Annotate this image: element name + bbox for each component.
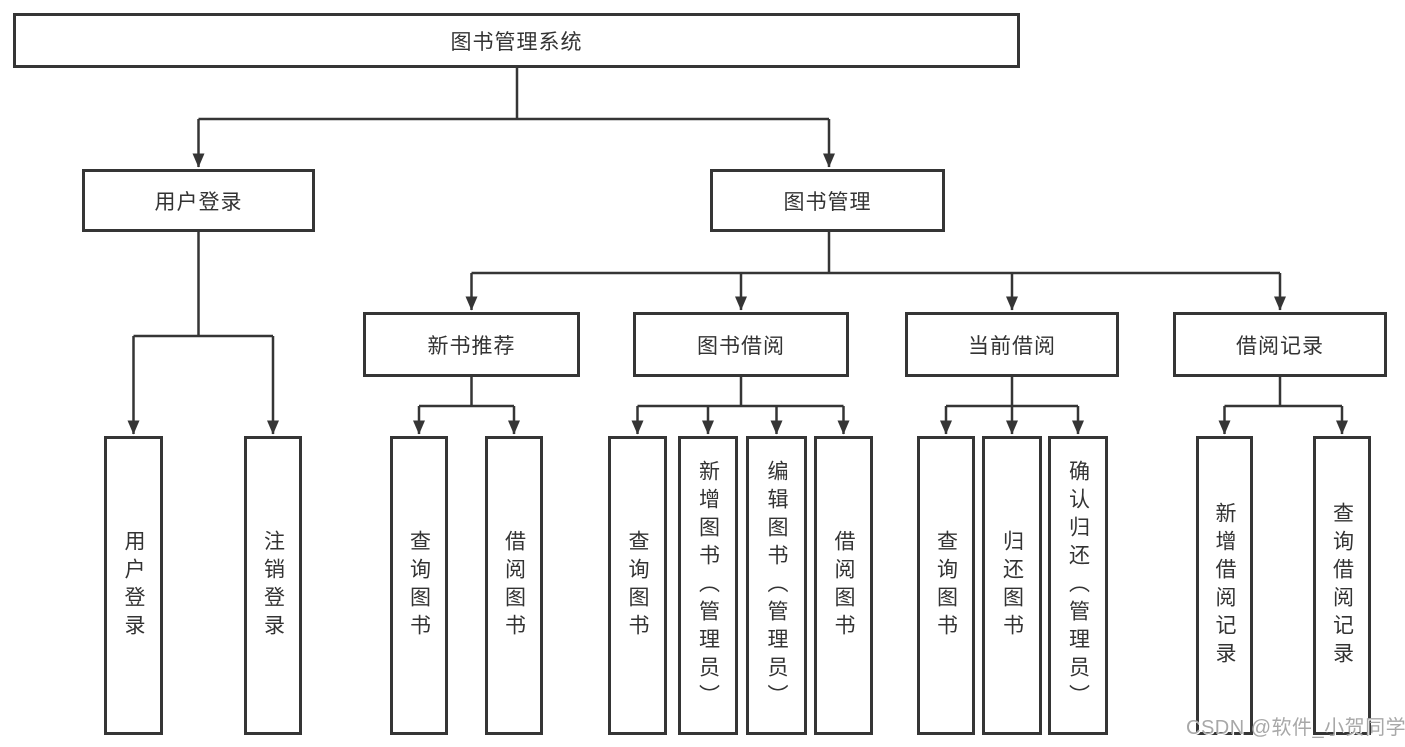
node-label: 确认归还（管理员） (1066, 459, 1090, 712)
node-label: 新增图书（管理员） (696, 459, 720, 712)
leaf-add-borrow-record: 新增借阅记录 (1196, 436, 1253, 735)
node-user-login: 用户登录 (82, 169, 315, 232)
node-label: 图书管理系统 (450, 30, 583, 54)
node-label: 新书推荐 (427, 334, 516, 358)
node-borrowing-records: 借阅记录 (1173, 312, 1387, 377)
node-label: 查询图书 (934, 529, 958, 642)
leaf-confirm-return-admin: 确认归还（管理员） (1048, 436, 1108, 735)
node-new-book-recommend: 新书推荐 (363, 312, 580, 377)
node-label: 注销登录 (261, 529, 285, 642)
leaf-edit-book-admin: 编辑图书（管理员） (746, 436, 807, 735)
leaf-user-login: 用户登录 (104, 436, 163, 735)
leaf-logout: 注销登录 (244, 436, 302, 735)
node-label: 图书借阅 (697, 334, 785, 358)
node-book-management: 图书管理 (710, 169, 945, 232)
node-label: 借阅图书 (502, 529, 526, 642)
leaf-query-book-recommend: 查询图书 (390, 436, 448, 735)
leaf-borrow-book-recommend: 借阅图书 (485, 436, 543, 735)
node-label: 编辑图书（管理员） (765, 459, 788, 712)
node-root-library-management-system: 图书管理系统 (13, 13, 1020, 68)
node-label: 新增借阅记录 (1213, 501, 1236, 670)
node-label: 图书管理 (783, 190, 872, 214)
leaf-borrow-book: 借阅图书 (814, 436, 873, 735)
leaf-query-borrow-record: 查询借阅记录 (1313, 436, 1371, 735)
leaf-add-book-admin: 新增图书（管理员） (678, 436, 738, 735)
node-label: 用户登录 (154, 190, 243, 214)
watermark: CSDN @软件_小贺同学 (1186, 717, 1405, 739)
node-label: 查询图书 (407, 529, 431, 642)
node-book-borrowing: 图书借阅 (633, 312, 849, 377)
node-label: 当前借阅 (968, 334, 1056, 358)
leaf-query-book-current: 查询图书 (917, 436, 975, 735)
node-label: 查询图书 (626, 529, 649, 642)
node-label: 借阅记录 (1236, 334, 1324, 358)
node-label: 归还图书 (1000, 529, 1024, 642)
node-label: 查询借阅记录 (1330, 501, 1354, 670)
node-current-borrowing: 当前借阅 (905, 312, 1119, 377)
node-label: 用户登录 (122, 529, 145, 642)
leaf-return-book: 归还图书 (982, 436, 1042, 735)
node-label: 借阅图书 (832, 529, 855, 642)
leaf-query-book-borrowing: 查询图书 (608, 436, 667, 735)
